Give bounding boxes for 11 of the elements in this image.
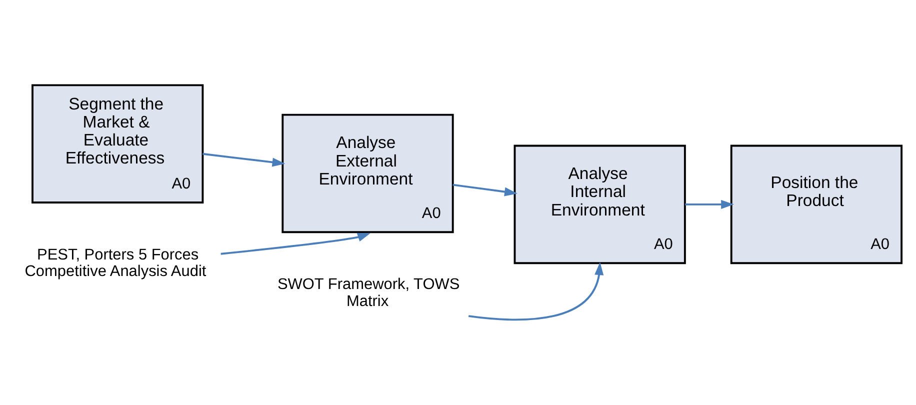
- arrow: [468, 262, 604, 321]
- arrow: [685, 200, 734, 209]
- node-box: Analyse External Environment A0: [282, 114, 454, 234]
- arrow: [452, 184, 518, 196]
- arrow: [202, 152, 286, 167]
- node-text: PEST, Porters 5 Forces Competitive Analysis Audit: [24, 246, 206, 280]
- node-text: SWOT Framework, TOWS Matrix: [277, 276, 460, 310]
- node-box: Analyse Internal Environment A0: [514, 144, 686, 264]
- node-box: Segment the Market & Evaluate Effectiveness A0: [32, 84, 204, 204]
- node-box: Position the Product A0: [730, 144, 903, 264]
- arrow: [220, 232, 371, 255]
